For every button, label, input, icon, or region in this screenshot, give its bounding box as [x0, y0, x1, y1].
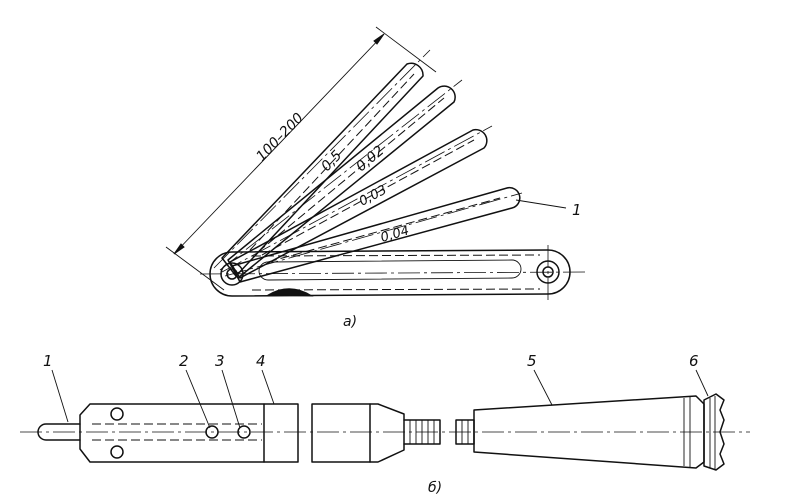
part-label-b-5: 5 [527, 352, 537, 370]
hole-2 [205, 425, 219, 439]
tool-body [79, 403, 299, 463]
part-label-b-3: 3 [215, 352, 225, 370]
tool-neck [311, 403, 475, 463]
leader-b-4 [261, 369, 275, 405]
leader-b-1 [51, 369, 69, 423]
tip-pin [37, 423, 81, 441]
holder-clip [266, 288, 314, 297]
probe-tool-figure: 1 2 3 4 5 6 б) [20, 352, 750, 496]
part-label-b-4: 4 [256, 352, 266, 370]
part-label-b-1: 1 [43, 352, 53, 370]
leader-b-6 [695, 369, 709, 397]
leader-b-5 [533, 369, 553, 406]
leader-line-1 [515, 199, 567, 209]
figure-a-caption: а) [343, 314, 357, 330]
hole-3 [237, 425, 251, 439]
feeler-blade-0-5 [213, 49, 431, 277]
handle-end-cap [703, 393, 725, 471]
feeler-gauge-figure: 100–200 0,5 0,02 0,03 0,04 1 а) [165, 26, 586, 330]
blade-label-0-03: 0,03 [357, 183, 390, 210]
part-label-a-1: 1 [572, 201, 582, 219]
figure-b-caption: б) [428, 480, 442, 496]
leader-b-2 [185, 369, 211, 429]
feeler-blade-0-03 [221, 125, 493, 279]
length-dimension [165, 26, 437, 291]
dimension-label: 100–200 [253, 110, 307, 165]
part-label-b-6: 6 [689, 352, 699, 370]
gauge-holder [199, 245, 586, 302]
part-label-b-2: 2 [179, 352, 189, 370]
leader-b-3 [221, 369, 241, 429]
blade-label-0-04: 0,04 [379, 223, 411, 245]
